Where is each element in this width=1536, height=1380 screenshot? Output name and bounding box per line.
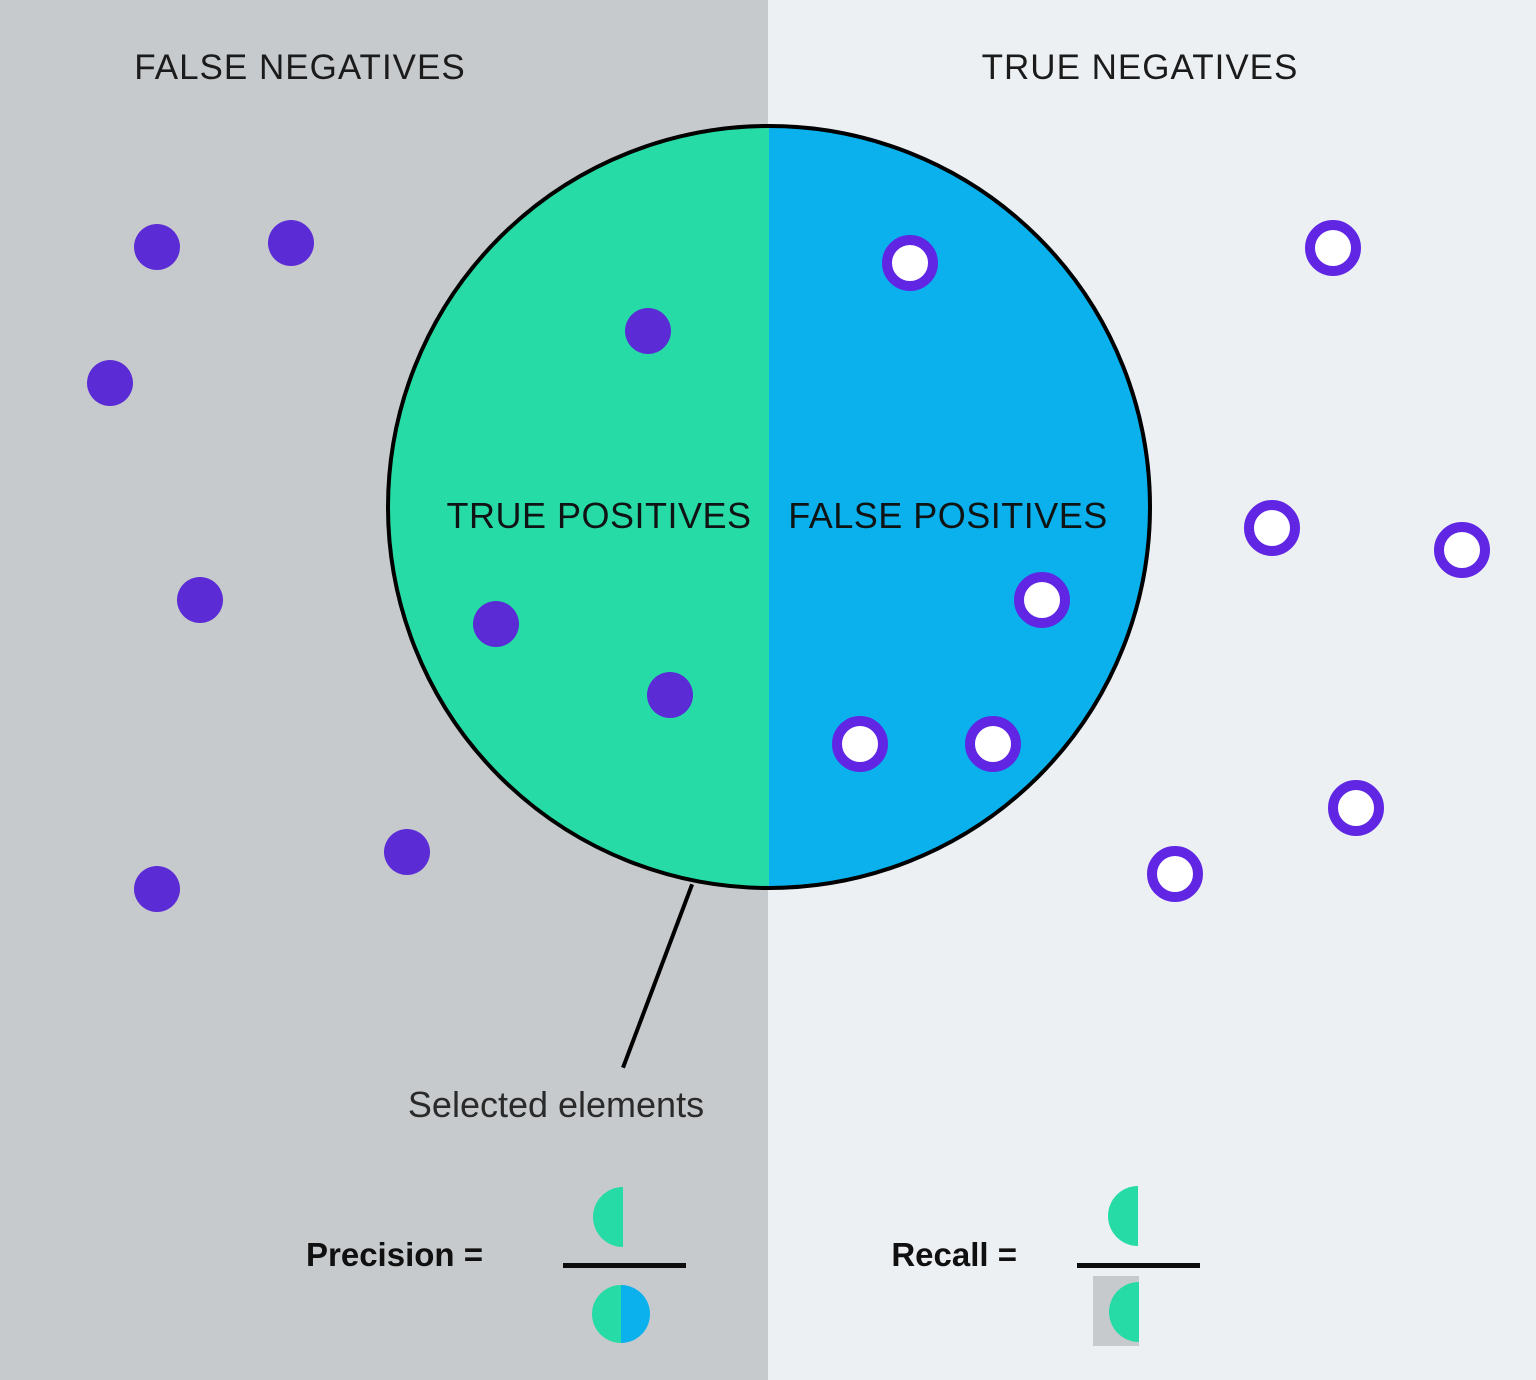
dot-false-negative [384,829,430,875]
recall-label: Recall = [891,1236,1017,1273]
selected-elements-circle [386,124,1152,890]
ring-true-negative [1305,220,1361,276]
dot-true-positive [647,672,693,718]
ring-true-negative [1434,522,1490,578]
dot-false-negative [87,360,133,406]
precision-denominator-circle-icon [592,1285,650,1343]
ring-false-positive [832,716,888,772]
ring-false-positive [882,235,938,291]
dot-false-negative [177,577,223,623]
precision-label: Precision = [305,1236,483,1273]
dot-false-negative [134,224,180,270]
true-positives-label: TRUE POSITIVES [446,495,752,536]
dot-false-negative [134,866,180,912]
recall-fraction-bar [1077,1263,1200,1268]
ring-true-negative [1244,500,1300,556]
ring-true-negative [1328,780,1384,836]
true-negatives-label: TRUE NEGATIVES [981,48,1299,87]
false-positives-label: FALSE POSITIVES [788,495,1108,536]
selected-elements-caption: Selected elements [407,1084,705,1125]
dot-false-negative [268,220,314,266]
dot-true-positive [625,308,671,354]
false-negatives-label: FALSE NEGATIVES [134,48,466,87]
ring-false-positive [1014,572,1070,628]
ring-false-positive [965,716,1021,772]
precision-fraction-bar [563,1263,686,1268]
dot-true-positive [473,601,519,647]
ring-true-negative [1147,846,1203,902]
